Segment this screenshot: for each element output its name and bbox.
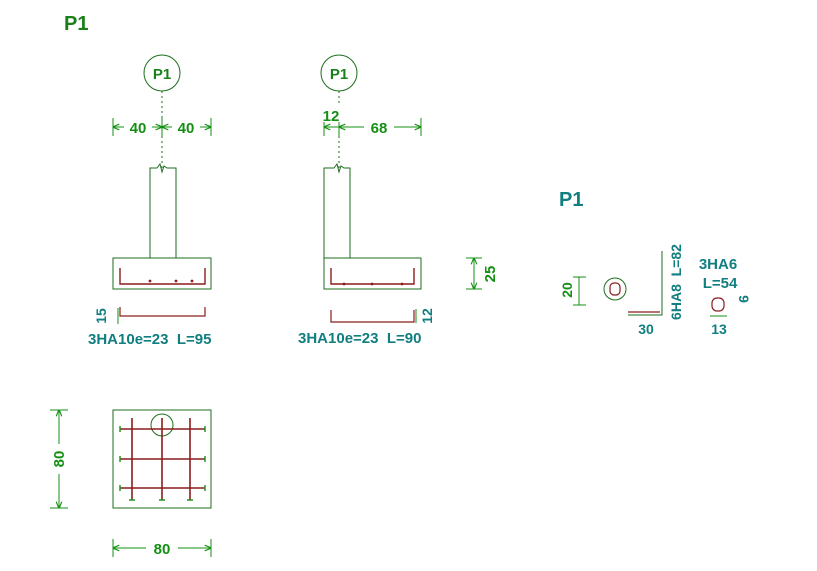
- stirrup-length: L=54: [703, 275, 738, 292]
- dim-cover: 15: [93, 308, 109, 324]
- footing-outline: [112, 257, 212, 290]
- axis-tag-label: P1: [153, 66, 171, 83]
- bar-shape: [119, 307, 206, 317]
- footing-outline: [323, 257, 422, 290]
- dim-cover: 12: [419, 308, 435, 324]
- plan-dim-width: 80: [154, 541, 171, 558]
- column-rebar-detail: P1 20 30 6HA8 L=82 3HA6 L=54 13 9: [559, 189, 752, 337]
- long-bar-shape: [628, 251, 663, 316]
- dim-cover: 20: [559, 282, 575, 298]
- bar-shape: [330, 310, 415, 323]
- column-outline: [323, 162, 351, 258]
- page-title: P1: [64, 13, 88, 35]
- bar-label: 3HA10e=23 L=90: [298, 330, 421, 347]
- long-bar-dim: 30: [638, 321, 654, 337]
- footing-plan-outline: [112, 409, 212, 509]
- footing-rebar: [119, 268, 206, 285]
- dim-left: 12: [323, 108, 340, 125]
- axis-tag-label: P1: [330, 66, 348, 83]
- stirrup-count: 3HA6: [699, 256, 737, 273]
- stirrup-dim-h: 9: [736, 295, 752, 303]
- rebar-grid: [120, 418, 205, 500]
- dim-height: 25: [482, 266, 499, 283]
- elevation-side: P1 12 68 25 12 3HA10e=23 L=90: [298, 54, 499, 347]
- stirrup-dim-w: 13: [711, 321, 727, 337]
- dim-right: 40: [178, 120, 195, 137]
- elevation-front: P1 40 40 15 3HA10e=23 L=95: [88, 54, 212, 348]
- stirrup-shape: [711, 297, 725, 312]
- column-detail-title: P1: [559, 189, 583, 211]
- dim-right: 68: [371, 120, 388, 137]
- footing-rebar: [330, 268, 415, 285]
- plan-dim-height: 80: [51, 451, 68, 468]
- long-bar-label: 6HA8 L=82: [668, 244, 684, 320]
- dim-left: 40: [130, 120, 147, 137]
- bar-label: 3HA10e=23 L=95: [88, 331, 211, 348]
- column-section: [603, 277, 627, 301]
- column-outline: [149, 162, 177, 258]
- plan-view: 80 80: [50, 410, 211, 558]
